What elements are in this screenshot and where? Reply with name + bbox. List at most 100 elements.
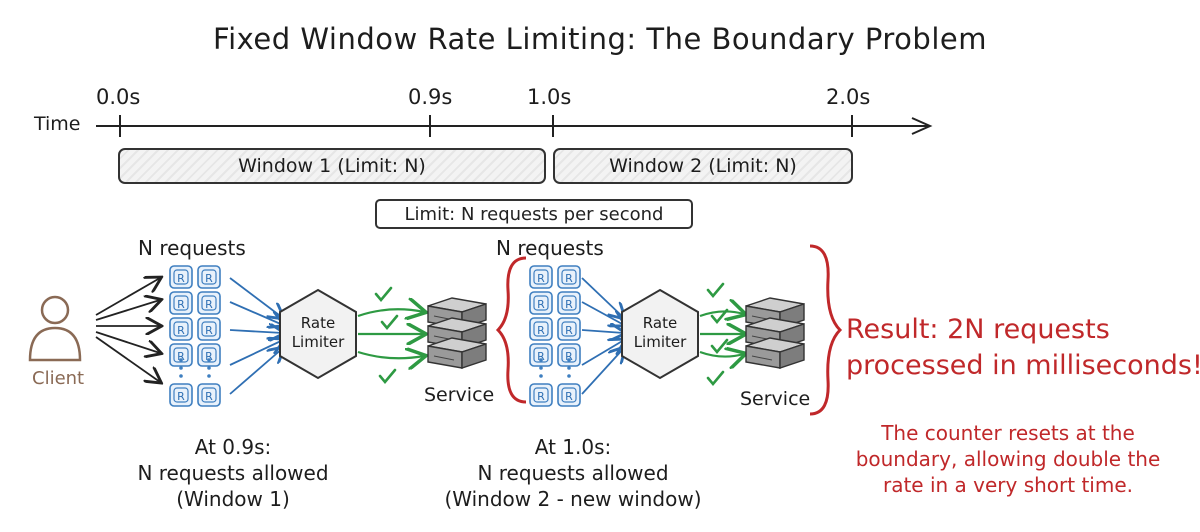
tick-label: 1.0s [527, 85, 572, 109]
request-glyph: R [177, 298, 185, 311]
request-glyph: R [205, 350, 213, 363]
time-axis-label: Time [34, 113, 81, 135]
request-glyph: R [177, 324, 185, 337]
check-icon [706, 282, 725, 299]
request-icon: R [529, 291, 553, 315]
check-icon [706, 370, 725, 387]
caption-1-line: N requests allowed [137, 461, 329, 485]
check-icon [710, 338, 729, 355]
result-line-2: processed in milliseconds! [846, 350, 1200, 381]
check-icon [378, 368, 397, 385]
ellipsis-icon [539, 358, 543, 378]
result-line-1: Result: 2N requests [846, 314, 1110, 345]
request-glyph: R [565, 350, 573, 363]
request-icon: R [169, 383, 193, 407]
request-icon: R [197, 383, 221, 407]
note-line: The counter resets at the [881, 421, 1135, 445]
rate-limiter-label-line: Rate [642, 314, 678, 332]
page-title: Fixed Window Rate Limiting: The Boundary… [213, 22, 987, 56]
time-axis-arrow-icon [911, 117, 933, 135]
blue-arrows-1 [229, 277, 283, 395]
request-icon: R [529, 265, 553, 289]
caption-2: At 1.0s: N requests allowed (Window 2 - … [418, 434, 728, 512]
caption-1-line: (Window 1) [176, 487, 290, 511]
request-icon: R [557, 291, 581, 315]
window-2-box: Window 2 (Limit: N) [553, 148, 853, 184]
request-icon: R [169, 317, 193, 341]
window-1-box: Window 1 (Limit: N) [118, 148, 546, 184]
request-icon: R [557, 343, 581, 367]
check-icon [710, 308, 729, 325]
ellipsis-icon [567, 358, 571, 378]
caption-2-line: (Window 2 - new window) [444, 487, 702, 511]
server-icon [745, 297, 805, 369]
request-glyph: R [177, 350, 185, 363]
request-glyph: R [205, 298, 213, 311]
service-label-2: Service [740, 388, 811, 410]
request-glyph: R [565, 324, 573, 337]
request-glyph: R [565, 298, 573, 311]
request-icon: R [197, 265, 221, 289]
ellipsis-icon [179, 358, 183, 378]
request-icon: R [557, 317, 581, 341]
request-icon: R [169, 265, 193, 289]
tick-label: 2.0s [826, 85, 871, 109]
limit-note-box: Limit: N requests per second [375, 199, 693, 229]
server-icon [427, 297, 487, 369]
request-glyph: R [565, 390, 573, 403]
client-label: Client [32, 368, 85, 389]
green-arrows-1 [357, 309, 424, 358]
brace-icon [495, 256, 527, 404]
limit-note: Limit: N requests per second [404, 203, 664, 225]
caption-1-line: At 0.9s: [194, 435, 272, 459]
request-glyph: R [205, 390, 213, 403]
check-icons-2 [706, 282, 729, 387]
window-2-label: Window 2 (Limit: N) [609, 155, 797, 177]
request-glyph: R [537, 272, 545, 285]
request-icon: R [197, 343, 221, 367]
request-glyph: R [177, 272, 185, 285]
request-icon: R [169, 343, 193, 367]
request-glyph: R [537, 298, 545, 311]
caption-2-line: At 1.0s: [534, 435, 612, 459]
hexagon-icon [621, 288, 699, 380]
brace-icon [809, 244, 843, 416]
result-text: Result: 2N requests processed in millise… [846, 312, 1200, 384]
requests-label-1: N requests [138, 236, 246, 260]
person-icon [28, 295, 82, 362]
request-icon: R [197, 317, 221, 341]
service-label-1: Service [424, 384, 495, 406]
request-icon: R [529, 383, 553, 407]
requests-label-2: N requests [496, 236, 604, 260]
request-glyph: R [537, 350, 545, 363]
check-icon [380, 314, 399, 331]
ellipsis-icon [207, 358, 211, 378]
note-line: boundary, allowing double the [855, 447, 1161, 471]
request-icon: R [529, 317, 553, 341]
request-glyph: R [565, 272, 573, 285]
tick-label: 0.0s [96, 85, 141, 109]
tick-label: 0.9s [408, 85, 453, 109]
window-1-label: Window 1 (Limit: N) [238, 155, 426, 177]
check-icons-1 [374, 286, 399, 385]
blue-arrows-2 [581, 277, 624, 395]
caption-2-line: N requests allowed [477, 461, 669, 485]
note-line: rate in a very short time. [882, 473, 1134, 497]
green-arrows-2 [699, 311, 744, 356]
rate-limiter-label-line: Limiter [291, 333, 345, 351]
request-icon: R [557, 383, 581, 407]
request-icon: R [197, 291, 221, 315]
request-glyph: R [177, 390, 185, 403]
request-glyph: R [537, 390, 545, 403]
rate-limiter-label-line: Limiter [633, 333, 687, 351]
request-icon: R [529, 343, 553, 367]
request-icon: R [169, 291, 193, 315]
request-glyph: R [205, 324, 213, 337]
